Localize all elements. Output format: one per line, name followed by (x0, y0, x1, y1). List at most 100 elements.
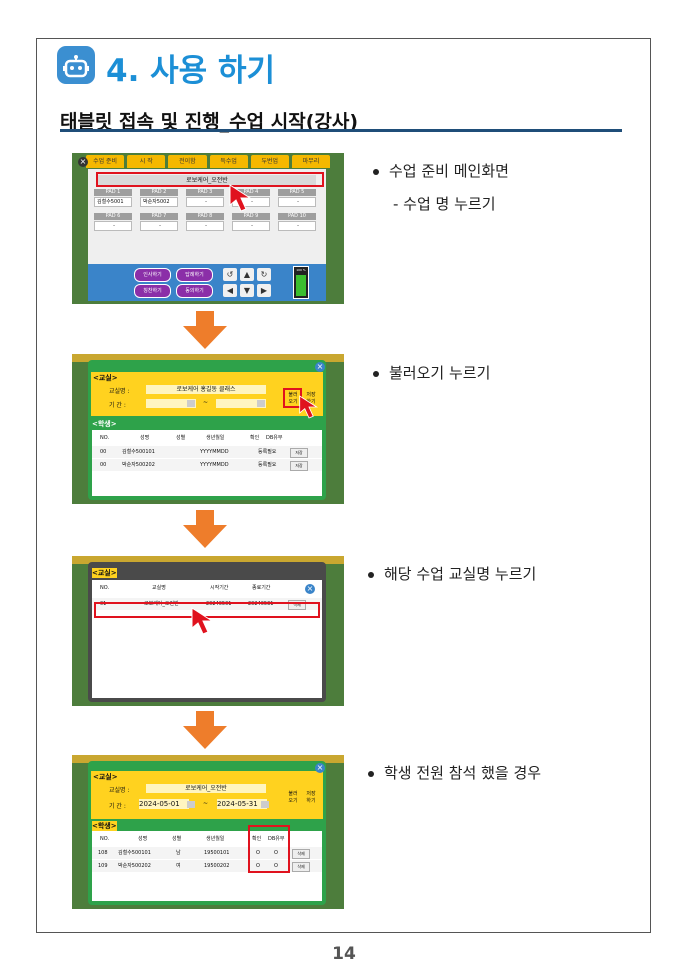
calendar-icon[interactable] (257, 400, 265, 407)
classname-field[interactable]: 로보케어 홍길동 클래스 (146, 385, 266, 394)
close-icon[interactable]: × (305, 584, 315, 594)
pad-value[interactable]: - (186, 221, 224, 231)
robot-icon (57, 46, 95, 84)
tab-start[interactable]: 시 작 (127, 155, 166, 168)
row-db: O (274, 863, 278, 869)
col-classname: 교실명 (152, 585, 166, 591)
table-row[interactable]: 00 박순자500202 YYYYMMDD 등록필요 저장 (92, 459, 322, 471)
rotate-right-icon[interactable]: ↻ (257, 268, 271, 281)
pointer-cursor-icon (299, 395, 319, 419)
calendar-icon[interactable] (187, 400, 195, 407)
student-table: NO. 성명 성별 생년월일 확인 DB유무 00 김철수500101 YYYY… (92, 430, 322, 496)
row-save-button[interactable]: 저장 (290, 461, 308, 471)
row-name: 김철수500101 (122, 449, 155, 455)
row-save-button[interactable]: 저장 (290, 448, 308, 458)
tab-3[interactable]: 전이함 (168, 155, 207, 168)
pad-label: PAD 3 (186, 189, 224, 196)
pad-label: PAD 5 (278, 189, 316, 196)
save-button[interactable]: 저장 하기 (306, 791, 316, 804)
row-delete-button[interactable]: 삭제 (292, 862, 310, 872)
student-label: <학생> (92, 821, 117, 831)
load-button[interactable]: 불러 오기 (288, 392, 298, 405)
pad-value[interactable]: - (140, 221, 178, 231)
pad-slot[interactable]: PAD 1 김철수5001 (94, 189, 132, 211)
tab-class-prep[interactable]: 수업 준비 (86, 155, 125, 168)
table-header: NO. 성명 성별 생년월일 확인 DB유무 (92, 432, 322, 444)
pad-value[interactable]: - (94, 221, 132, 231)
bow-button[interactable]: 답례하기 (176, 268, 213, 282)
save-button[interactable]: 저장 하기 (306, 392, 316, 405)
calendar-icon[interactable] (261, 801, 269, 808)
page-subtitle: 태블릿 접속 및 진행_수업 시작(강사) (60, 111, 359, 133)
pad-slot[interactable]: PAD 8 - (186, 213, 224, 235)
classname-label: 교실명 : (109, 388, 130, 395)
classname-field[interactable]: 로보케어_오전반 (146, 784, 266, 793)
row-start: 20240501 (206, 601, 232, 607)
class-name-field[interactable]: 로보케어_오전반 (98, 175, 316, 186)
pad-slot[interactable]: PAD 2 박순자5002 (140, 189, 178, 211)
chapter-title: 4. 사용 하기 (106, 53, 276, 89)
pad-slot[interactable]: PAD 10 - (278, 213, 316, 235)
arrow-up-icon[interactable]: ▲ (240, 268, 254, 281)
period-end-field[interactable]: 2024-05-31 (217, 799, 267, 809)
table-row[interactable]: 108 김철수500101 남 19500101 O O 삭제 (92, 847, 322, 859)
row-no: 00 (100, 449, 107, 455)
pad-value[interactable]: 박순자5002 (140, 197, 178, 207)
pad-label: PAD 6 (94, 213, 132, 220)
row-delete-button[interactable]: 삭제 (288, 600, 306, 610)
period-end-field[interactable] (216, 399, 266, 408)
pad-slot[interactable]: PAD 5 - (278, 189, 316, 211)
arrow-down-icon (183, 510, 227, 548)
row-db: 등록필요 (258, 462, 277, 468)
col-gender: 성별 (172, 836, 182, 842)
arrow-left-icon[interactable]: ◀ (223, 284, 237, 297)
period-start-field[interactable]: 2024-05-01 (139, 799, 189, 809)
col-no: NO. (100, 836, 110, 842)
table-row[interactable]: 01 로보케어_오전반 20240501 20240531 삭제 (92, 598, 322, 610)
class-modal: <교실> 교실명 : 로보케어 홍길동 클래스 기 간 : ~ 불러 오기 저장… (88, 360, 326, 500)
battery-icon: 100 % (293, 266, 309, 299)
tab-bar: 수업 준비 시 작 전이함 득수업 두번업 마무리 (86, 155, 331, 168)
pad-slot[interactable]: PAD 6 - (94, 213, 132, 235)
col-birth: 생년월일 (206, 836, 225, 842)
pad-label: PAD 1 (94, 189, 132, 196)
arrow-down-icon[interactable]: ▼ (240, 284, 254, 297)
close-icon[interactable]: × (78, 157, 88, 167)
pad-value[interactable]: - (278, 221, 316, 231)
row-classname[interactable]: 로보케어_오전반 (144, 601, 179, 607)
calendar-icon[interactable] (187, 801, 195, 808)
tab-4[interactable]: 득수업 (209, 155, 248, 168)
pad-value[interactable]: 김철수5001 (94, 197, 132, 207)
col-gender: 성별 (176, 435, 186, 441)
close-icon[interactable]: × (315, 763, 325, 773)
class-prep-panel: × 로보케어_오전반 PAD 1 김철수5001 PAD 2 박순자5002 P… (78, 157, 326, 301)
pad-value[interactable]: - (232, 221, 270, 231)
load-button[interactable]: 불러 오기 (288, 791, 298, 804)
greet-button[interactable]: 인사하기 (134, 268, 171, 282)
praise-button[interactable]: 칭찬하기 (134, 284, 171, 298)
rotate-left-icon[interactable]: ↺ (223, 268, 237, 281)
table-row[interactable]: 00 김철수500101 YYYYMMDD 등록필요 저장 (92, 446, 322, 458)
classroom-label: <교실> (92, 568, 117, 578)
pad-value[interactable]: - (186, 197, 224, 207)
pad-slot[interactable]: PAD 7 - (140, 213, 178, 235)
tab-5[interactable]: 두번업 (250, 155, 289, 168)
pad-value[interactable]: - (278, 197, 316, 207)
classroom-section: <교실> 교실명 : 로보케어_오전반 기 간 : 2024-05-01 ~ 2… (91, 771, 323, 819)
row-gender: 여 (176, 863, 181, 869)
col-name: 성명 (138, 836, 148, 842)
row-delete-button[interactable]: 삭제 (292, 849, 310, 859)
step-2-bullet: 불러오기 누르기 (373, 362, 490, 383)
pad-slot[interactable]: PAD 9 - (232, 213, 270, 235)
tab-finish[interactable]: 마무리 (291, 155, 331, 168)
pad-label: PAD 4 (232, 189, 270, 196)
subtitle-underline (60, 129, 622, 132)
agree-button[interactable]: 동의하기 (176, 284, 213, 298)
pad-slot[interactable]: PAD 3 - (186, 189, 224, 211)
col-name: 성명 (140, 435, 150, 441)
table-row[interactable]: 109 박순자500202 여 19500202 O O 삭제 (92, 860, 322, 872)
step-4-text: 학생 전원 참석 했을 경우 (384, 764, 542, 782)
close-icon[interactable]: × (315, 362, 325, 372)
arrow-right-icon[interactable]: ▶ (257, 284, 271, 297)
period-start-field[interactable] (146, 399, 196, 408)
